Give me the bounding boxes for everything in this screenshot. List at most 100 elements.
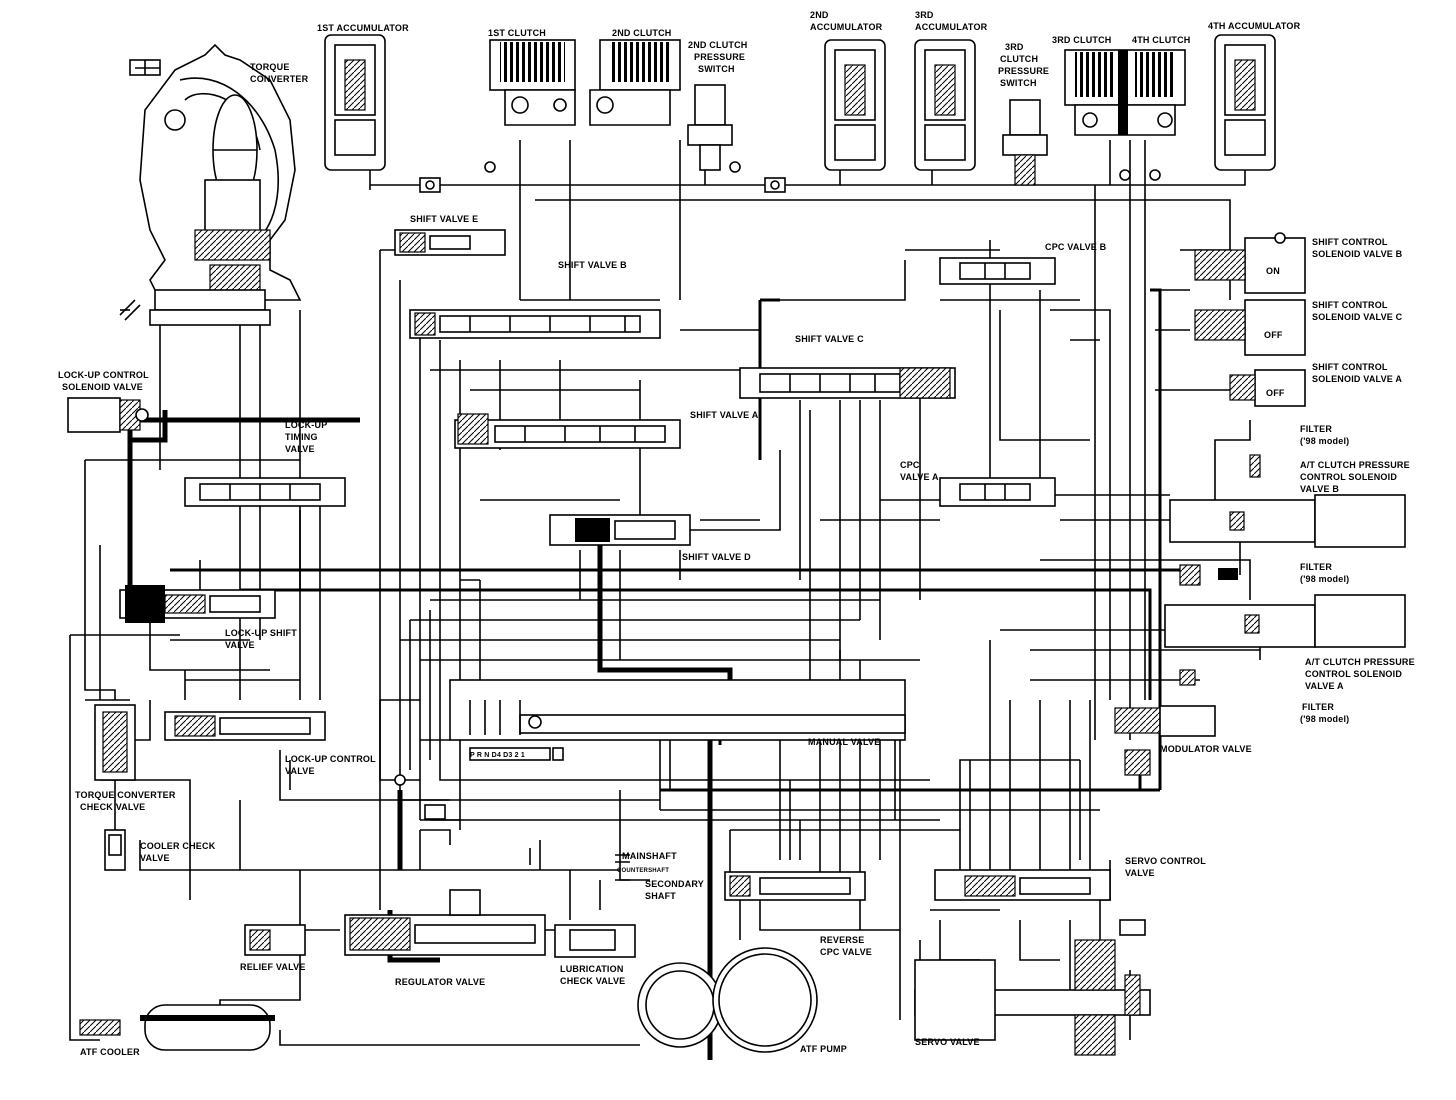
label-lubrication-1: LUBRICATION [560,964,624,974]
label-tc-check-valve-1: TORQUE CONVERTER [75,790,176,800]
label-torque-converter-2: CONVERTER [250,74,309,84]
label-cooler-check-1: COOLER CHECK [140,841,216,851]
label-servo-valve: SERVO VALVE [915,1037,980,1047]
cpc-valve-a [939,477,1056,507]
label-torque-converter-1: TORQUE [250,62,290,72]
at-clutch-solenoid-b [1169,494,1406,548]
accumulator-4th [1214,34,1276,171]
label-1st-accumulator: 1ST ACCUMULATOR [317,23,409,33]
label-at-clutch-a-1: A/T CLUTCH PRESSURE [1305,657,1415,667]
accumulator-3rd [914,39,976,171]
label-shift-valve-a: SHIFT VALVE A [690,410,759,420]
label-mainshaft: MAINSHAFT [622,851,677,861]
label-shift-solenoid-a-1: SHIFT CONTROL [1312,362,1388,372]
label-3rd-clutch-pressure-switch-1: 3RD [1005,42,1024,52]
shift-valve-a [454,413,681,449]
label-tc-check-valve-2: CHECK VALVE [80,802,145,812]
label-shift-valve-d: SHIFT VALVE D [682,552,751,562]
label-2nd-clutch-pressure-switch-2: PRESSURE [694,52,745,62]
label-lock-up-solenoid-2: SOLENOID VALVE [62,382,143,392]
label-lock-up-control-1: LOCK-UP CONTROL [285,754,376,764]
label-filter-1b: ('98 model) [1300,436,1349,446]
label-servo-control-1: SERVO CONTROL [1125,856,1206,866]
atf-cooler [79,1004,275,1051]
servo-control-valve [934,869,1111,901]
label-1st-clutch: 1ST CLUTCH [488,28,546,38]
label-servo-control-2: VALVE [1125,868,1155,878]
servo-valve [914,919,1151,1056]
lock-up-timing-valve [184,477,346,507]
label-2nd-clutch-pressure-switch-3: SWITCH [698,64,735,74]
label-at-clutch-a-3: VALVE A [1305,681,1344,691]
check-ball-orifices [394,161,1161,786]
label-lock-up-control-2: VALVE [285,766,315,776]
clutch-1st [489,39,576,126]
lock-up-shift-valve [119,585,276,623]
regulator-valve [344,889,546,956]
label-atf-pump: ATF PUMP [800,1044,847,1054]
accumulator-1st [324,34,386,171]
label-shift-valve-e: SHIFT VALVE E [410,214,478,224]
shift-solenoid-c [1194,299,1306,356]
label-modulator-valve: MODULATOR VALVE [1160,744,1252,754]
label-shift-solenoid-c-1: SHIFT CONTROL [1312,300,1388,310]
clutch-2nd [589,39,681,126]
label-filter-3b: ('98 model) [1300,714,1349,724]
label-cpc-valve-a-2: VALVE A [900,472,939,482]
label-3rd-clutch-pressure-switch-2: CLUTCH [1000,54,1038,64]
label-regulator-valve: REGULATOR VALVE [395,977,485,987]
shift-valve-e [394,229,506,256]
clutch-3rd-4th [1064,49,1186,136]
shift-valve-c [739,367,956,399]
label-cpc-valve-b: CPC VALVE B [1045,242,1107,252]
label-manual-valve: MANUAL VALVE [808,737,880,747]
shaft-sensors [420,804,630,881]
label-4th-accumulator: 4TH ACCUMULATOR [1208,21,1301,31]
shift-valve-b [409,309,661,339]
shift-valve-d [549,514,691,546]
label-3rd-clutch-pressure-switch-3: PRESSURE [998,66,1049,76]
lock-up-control-solenoid [67,397,149,433]
label-gear-positions: P R N D4 D3 2 1 [470,752,525,759]
label-countershaft: COUNTERSHAFT [617,868,669,874]
label-shift-valve-b: SHIFT VALVE B [558,260,627,270]
torque-converter-check-valve [94,704,136,781]
label-shift-valve-c: SHIFT VALVE C [795,334,864,344]
torque-converter [119,43,302,326]
label-atf-cooler: ATF COOLER [80,1047,140,1057]
label-at-clutch-b-3: VALVE B [1300,484,1339,494]
label-3rd-accumulator-1: 3RD [915,10,934,20]
label-shift-solenoid-a-2: SOLENOID VALVE A [1312,374,1402,384]
pressure-switch-2nd [687,84,733,185]
shift-solenoid-a [1229,369,1306,407]
cpc-valve-b [939,257,1056,285]
label-shift-solenoid-b-1: SHIFT CONTROL [1312,237,1388,247]
label-solenoid-b-on: ON [1266,266,1280,276]
label-3rd-clutch-pressure-switch-4: SWITCH [1000,78,1037,88]
label-cpc-valve-a-1: CPC [900,460,920,470]
label-filter-1a: FILTER [1300,424,1332,434]
pressure-switch-3rd [1002,99,1048,186]
label-secondary-shaft-2: SHAFT [645,891,676,901]
component-labels: 1ST ACCUMULATOR 1ST CLUTCH 2ND CLUTCH 2N… [58,10,1415,1057]
label-secondary-shaft-1: SECONDARY [645,879,704,889]
label-lock-up-timing-1: LOCK-UP [285,420,327,430]
label-2nd-accumulator-1: 2ND [810,10,829,20]
label-3rd-accumulator-2: ACCUMULATOR [915,22,988,32]
label-filter-3a: FILTER [1302,702,1334,712]
label-cooler-check-2: VALVE [140,853,170,863]
label-2nd-clutch: 2ND CLUTCH [612,28,672,38]
at-clutch-solenoid-a [1164,594,1406,648]
reverse-cpc-valve [724,871,866,901]
label-lock-up-shift-1: LOCK-UP SHIFT [225,628,297,638]
label-relief-valve: RELIEF VALVE [240,962,306,972]
label-lock-up-shift-2: VALVE [225,640,255,650]
label-at-clutch-b-1: A/T CLUTCH PRESSURE [1300,460,1410,470]
label-3rd-clutch: 3RD CLUTCH [1052,35,1112,45]
lock-up-control-valve [164,711,326,741]
label-filter-2a: FILTER [1300,562,1332,572]
label-lock-up-solenoid-1: LOCK-UP CONTROL [58,370,149,380]
label-solenoid-a-off: OFF [1266,388,1285,398]
label-at-clutch-a-2: CONTROL SOLENOID [1305,669,1402,679]
label-shift-solenoid-c-2: SOLENOID VALVE C [1312,312,1403,322]
